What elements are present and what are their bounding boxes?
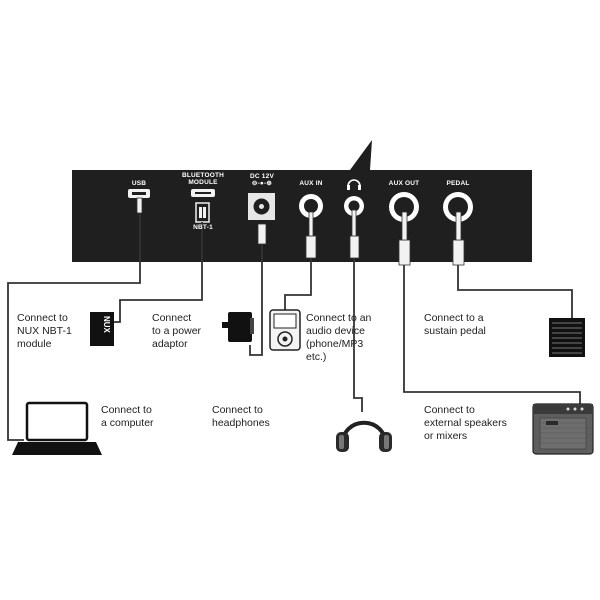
text-speakers: Connect to external speakers or mixers xyxy=(424,404,507,442)
speaker-amp-icon xyxy=(532,403,594,455)
text-audio-device: Connect to an audio device (phone/MP3 et… xyxy=(306,312,372,363)
label-nbt-1: NBT-1 xyxy=(193,224,213,231)
text-computer: Connect to a computer xyxy=(101,404,154,429)
power-adaptor-icon xyxy=(222,312,254,342)
nbt-module-image xyxy=(90,312,114,346)
polarity-icon: ⊖-●-⊕ xyxy=(251,180,273,187)
mp3-player-icon xyxy=(269,309,301,351)
text-headphones: Connect to headphones xyxy=(212,404,270,429)
laptop-icon xyxy=(12,401,102,455)
label-dc-12v: DC 12V xyxy=(250,173,274,180)
text-nbt-module: Connect to NUX NBT-1 module xyxy=(17,312,72,350)
label-pedal: PEDAL xyxy=(446,180,470,187)
text-sustain-pedal: Connect to a sustain pedal xyxy=(424,312,486,337)
label-aux-in: AUX IN xyxy=(299,180,323,187)
label-bluetooth-module: BLUETOOTH MODULE xyxy=(181,172,225,186)
label-usb: USB xyxy=(131,180,147,187)
nux-logo: NUX xyxy=(102,316,111,334)
label-aux-out: AUX OUT xyxy=(388,180,420,187)
text-power-adaptor: Connect to a power adaptor xyxy=(152,312,202,350)
cables xyxy=(7,213,581,441)
headphone-symbol-icon xyxy=(347,179,361,187)
headphones-icon xyxy=(336,420,392,452)
sustain-pedal-icon xyxy=(549,318,585,357)
